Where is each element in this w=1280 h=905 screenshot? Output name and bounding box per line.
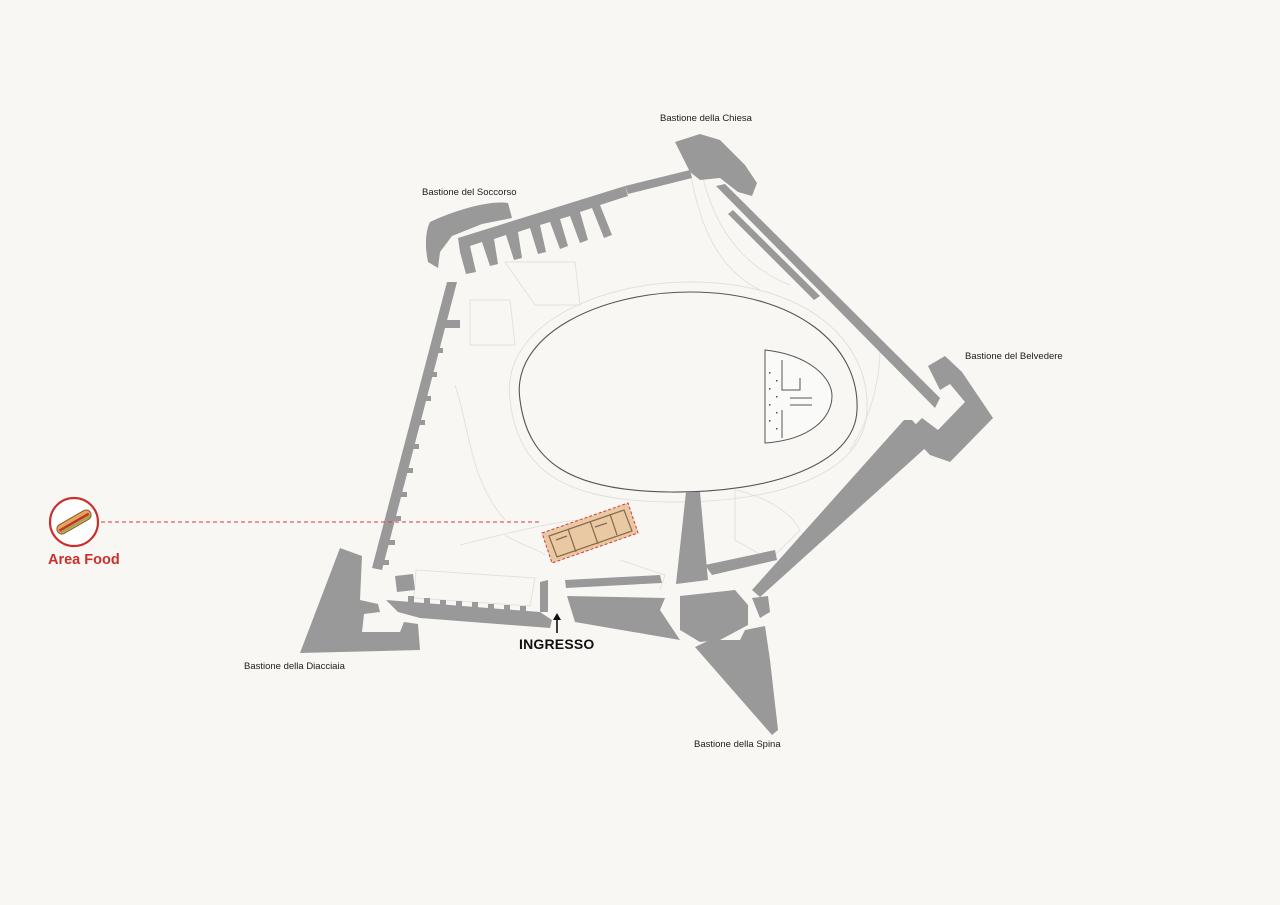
food-area-label[interactable]: Area Food xyxy=(48,552,120,568)
food-area-highlight[interactable] xyxy=(541,502,639,564)
label-bastione-belvedere: Bastione del Belvedere xyxy=(965,351,1063,362)
interior-paths xyxy=(413,164,881,607)
label-bastione-diacciaia: Bastione della Diacciaia xyxy=(244,661,345,672)
label-bastione-spina: Bastione della Spina xyxy=(694,739,781,750)
entrance-label: INGRESSO xyxy=(519,636,595,652)
fortress-walls xyxy=(300,134,993,735)
arrow-up-icon xyxy=(553,613,561,633)
label-bastione-chiesa: Bastione della Chiesa xyxy=(660,113,752,124)
stand-structure xyxy=(764,349,833,444)
label-bastione-soccorso: Bastione del Soccorso xyxy=(422,187,517,198)
sandwich-icon[interactable] xyxy=(48,496,100,548)
